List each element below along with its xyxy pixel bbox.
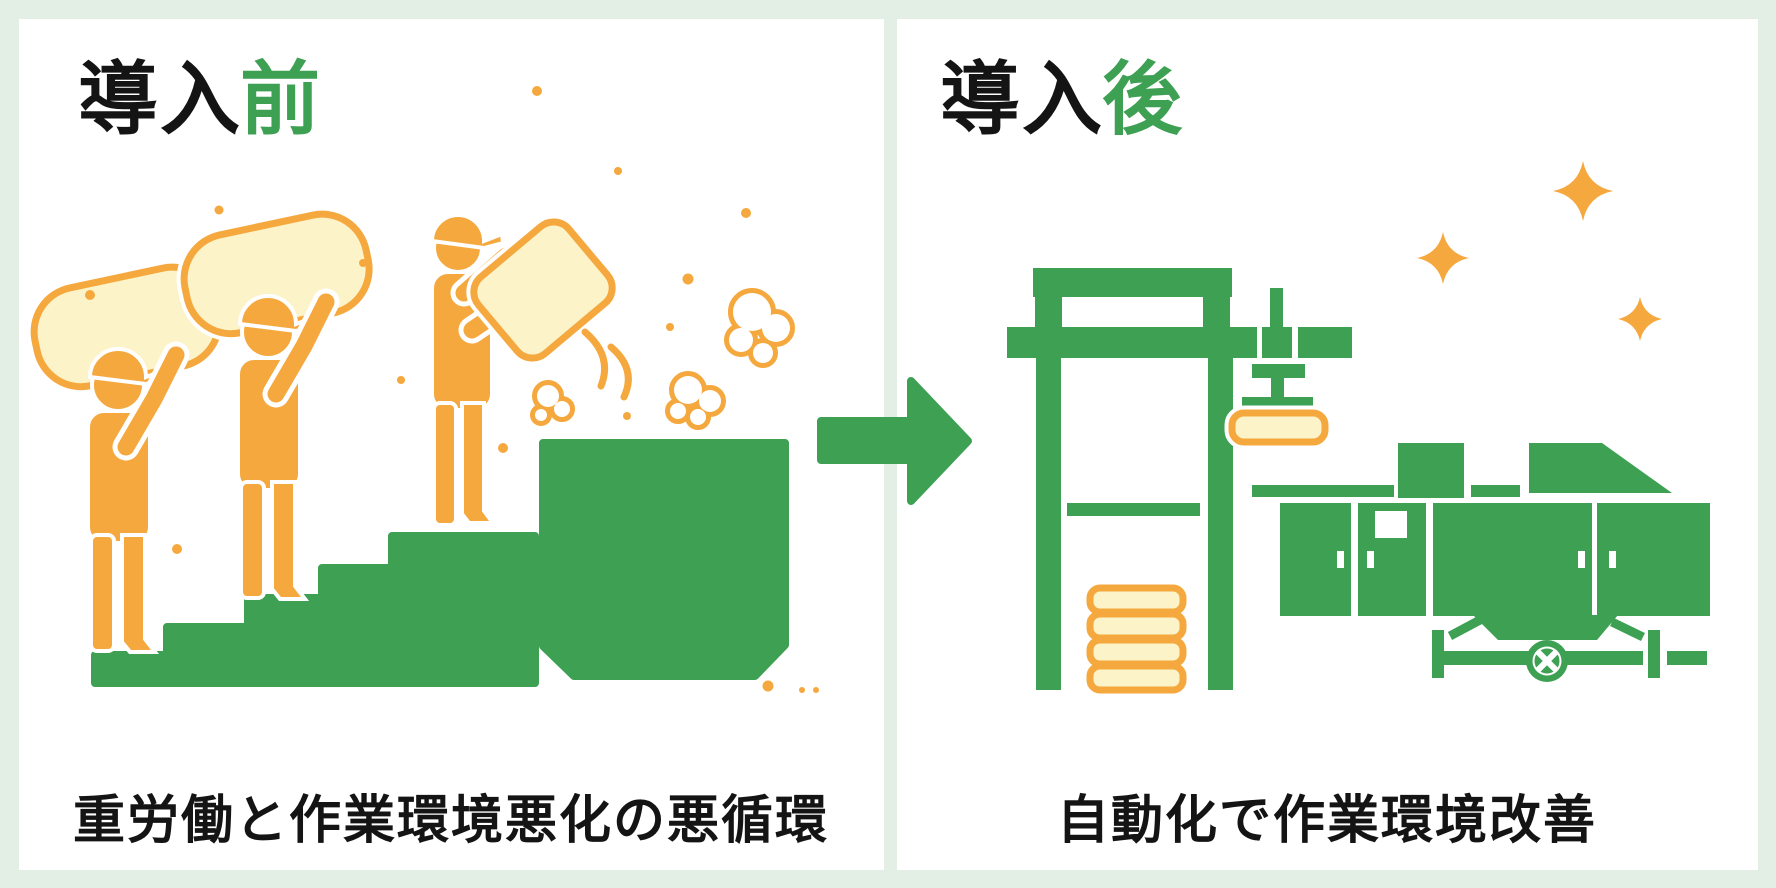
- machine-door-handles: [1337, 551, 1616, 568]
- after-caption: 自動化で作業環境改善: [1057, 792, 1597, 850]
- processing-machine: [1252, 443, 1710, 682]
- after-title-prefix: 導入: [940, 55, 1104, 144]
- panel-after: [897, 19, 1758, 870]
- arrow-icon: [817, 377, 972, 505]
- staircase: [91, 532, 539, 687]
- worker-dumping-bag: [429, 213, 620, 527]
- sparkle-icon: [1417, 232, 1469, 284]
- machine-window: [1375, 511, 1407, 538]
- gantry-robot: [1007, 268, 1352, 690]
- before-title-prefix: 導入: [78, 55, 242, 144]
- dust-cloud: [530, 288, 795, 430]
- hopper: [539, 439, 789, 680]
- before-caption: 重労働と作業環境悪化の悪循環: [73, 792, 829, 850]
- bag-stack: [1086, 584, 1187, 694]
- sparkle-icon: [1618, 297, 1662, 341]
- sparkle-icon: [1553, 161, 1613, 221]
- hanging-bag: [1224, 405, 1333, 450]
- tilted-bag: [466, 214, 620, 366]
- robot-gripper: [1242, 364, 1313, 408]
- before-title-accent: 前: [240, 55, 322, 144]
- dust-dots: [85, 86, 819, 693]
- pour-motion-lines: [581, 328, 632, 401]
- machine-wheel: [1526, 640, 1568, 682]
- after-title-accent: 後: [1102, 55, 1184, 144]
